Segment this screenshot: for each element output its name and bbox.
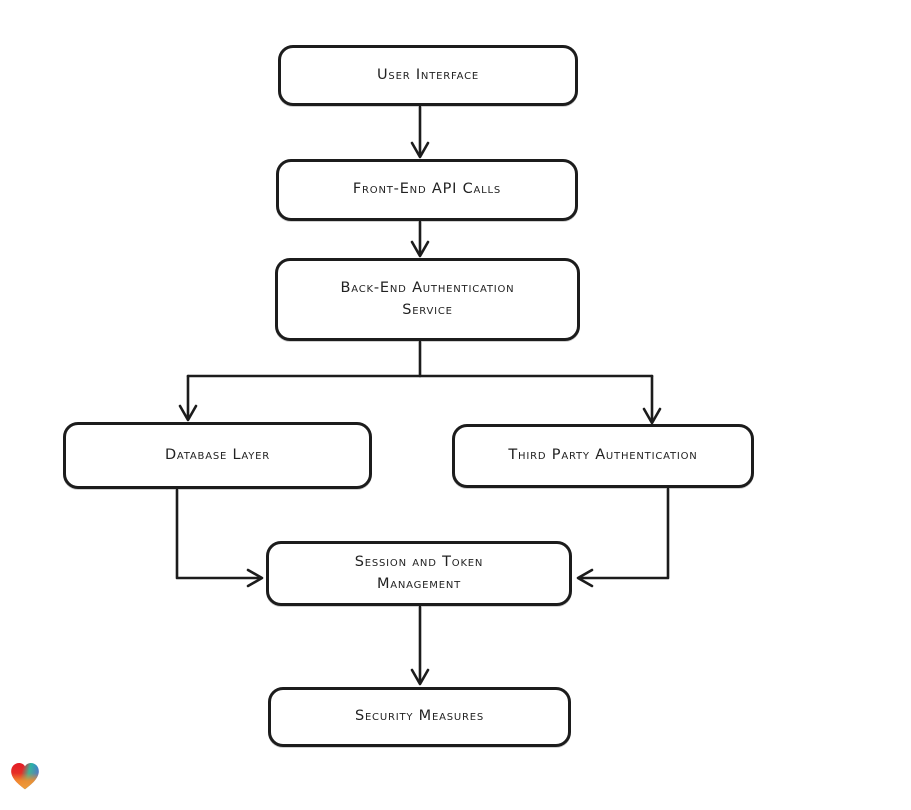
node-label: Front-End API Calls	[352, 181, 502, 198]
arrowhead-down-icon	[642, 407, 662, 425]
arrowhead-left-icon	[576, 568, 594, 588]
arrowhead-down-icon	[410, 668, 430, 686]
node-label: Database Layer	[164, 446, 271, 463]
arrowhead-down-icon	[178, 404, 198, 422]
node-label: Session and Token Management	[354, 554, 484, 592]
node-database-layer[interactable]: Database Layer	[63, 422, 372, 489]
node-user-interface[interactable]: User Interface	[278, 45, 578, 106]
node-label: User Interface	[377, 66, 479, 83]
edge-db-to-session	[175, 488, 260, 580]
arrowhead-down-icon	[410, 240, 430, 258]
node-label: Back-End Authentication Service	[340, 280, 515, 318]
node-front-end-api-calls[interactable]: Front-End API Calls	[276, 159, 578, 221]
node-back-end-authentication-service[interactable]: Back-End Authentication Service	[275, 258, 580, 341]
node-security-measures[interactable]: Security Measures	[268, 687, 571, 747]
edge-thirdparty-to-session	[580, 487, 670, 580]
gradient-heart-icon[interactable]	[8, 759, 42, 793]
node-label: Security Measures	[354, 708, 485, 725]
arrowhead-down-icon	[410, 141, 430, 159]
arrowhead-right-icon	[246, 568, 264, 588]
node-session-and-token-management[interactable]: Session and Token Management	[266, 541, 572, 606]
node-third-party-authentication[interactable]: Third Party Authentication	[452, 424, 754, 488]
node-label: Third Party Authentication	[508, 447, 698, 464]
